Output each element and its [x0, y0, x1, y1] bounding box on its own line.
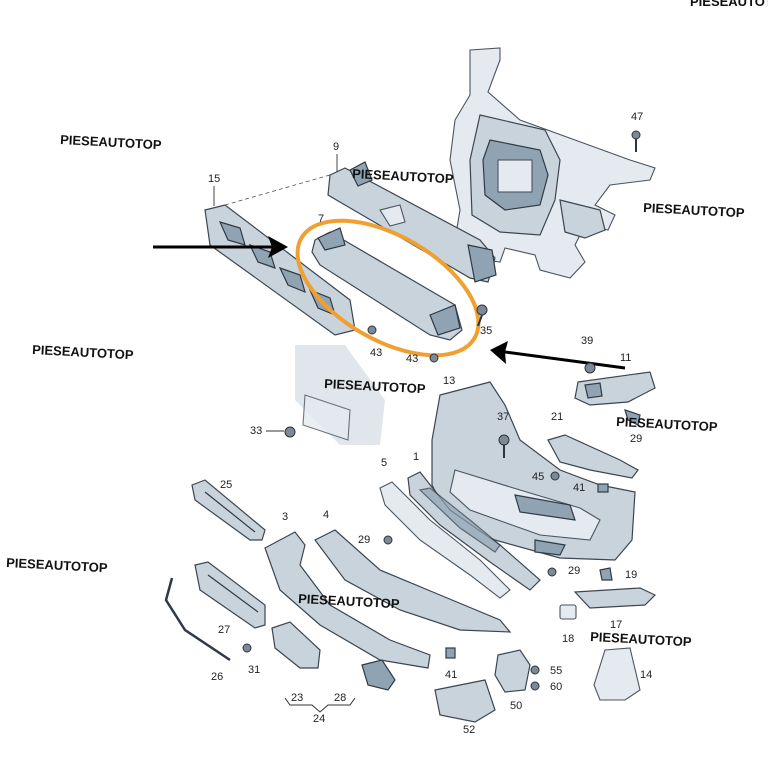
callout-33: 33	[250, 425, 262, 437]
left-arrow	[153, 236, 288, 258]
screw-29-c	[547, 567, 557, 577]
watermark: PIESEAUTOTOP	[298, 591, 400, 611]
bolt-43-b	[429, 353, 439, 363]
callout-21: 21	[551, 411, 563, 423]
licence-plate-holder	[295, 345, 385, 445]
watermark: PIESEAUTOTOP	[6, 555, 108, 575]
callout-41-b: 41	[445, 669, 457, 681]
callout-29-c: 29	[568, 565, 580, 577]
callout-31: 31	[248, 664, 260, 676]
callout-28: 28	[334, 692, 346, 704]
callout-9: 9	[333, 141, 339, 153]
callout-60: 60	[550, 681, 562, 693]
callout-50: 50	[510, 700, 522, 712]
callout-17: 17	[610, 619, 622, 631]
bag-14	[593, 647, 641, 701]
bolt-43-a	[367, 325, 377, 335]
callout-7: 7	[318, 213, 324, 225]
front-carrier-frame	[449, 47, 656, 279]
callout-15: 15	[208, 173, 220, 185]
clip-39	[584, 362, 596, 374]
watermark: PIESEAUTOTOP	[324, 376, 426, 396]
callout-45: 45	[532, 471, 544, 483]
callout-37: 37	[497, 411, 509, 423]
nut-55	[530, 665, 540, 675]
callout-11: 11	[620, 352, 631, 364]
screw-45	[550, 471, 560, 481]
watermark-top-right: PIESEAUTOTOP	[690, 0, 768, 9]
clip-41-a	[597, 483, 609, 493]
callout-35: 35	[480, 325, 492, 337]
bracket-21	[547, 434, 639, 479]
callout-4: 4	[323, 509, 329, 521]
cap-18	[559, 604, 577, 620]
bumper-reinforcement-9	[327, 161, 497, 283]
callout-19: 19	[625, 569, 637, 581]
callout-29-b: 29	[358, 534, 370, 546]
nut-60	[530, 681, 540, 691]
callout-39: 39	[581, 335, 593, 347]
grille-27	[194, 561, 266, 629]
watermark: PIESEAUTOTOP	[590, 629, 692, 649]
callout-29-a: 29	[630, 433, 642, 445]
callout-14: 14	[640, 669, 652, 681]
clip-41-b	[445, 647, 456, 659]
callout-27: 27	[218, 624, 230, 636]
lower-cover-4	[314, 529, 512, 633]
callout-23: 23	[291, 692, 303, 704]
watermark: PIESEAUTOTOP	[643, 200, 745, 220]
fog-trim-17	[573, 587, 657, 609]
callout-25: 25	[220, 479, 232, 491]
chrome-trim-26	[164, 577, 231, 662]
grille-25	[191, 479, 266, 541]
screw-29-b	[383, 535, 393, 545]
trim-strip-5	[379, 481, 511, 599]
right-arrow	[490, 341, 626, 370]
cover-28	[361, 659, 396, 691]
callout-41-a: 41	[573, 482, 585, 494]
callout-26: 26	[211, 671, 223, 683]
callout-24: 24	[313, 713, 325, 725]
bolt-35	[476, 304, 488, 327]
bumper-cover-13	[431, 381, 636, 561]
callout-5: 5	[381, 457, 387, 469]
screw-37	[498, 434, 510, 458]
callout-1: 1	[413, 451, 419, 463]
bolt-47	[631, 130, 641, 152]
highlight-ring	[295, 218, 481, 358]
bumper-bracket-11	[574, 371, 656, 406]
lower-cover-3	[264, 531, 431, 669]
watermark: PIESEAUTOTOP	[60, 132, 162, 152]
callout-43-a: 43	[370, 347, 382, 359]
spoiler-1	[407, 471, 541, 591]
callout-43-b: 43	[406, 353, 418, 365]
bracket-50	[494, 649, 531, 693]
bolt-31	[242, 643, 252, 653]
bracket-52	[434, 679, 496, 723]
callout-52: 52	[463, 724, 475, 736]
clip-19	[599, 567, 613, 581]
bumper-bar-7	[311, 227, 463, 341]
watermark: PIESEAUTOTOP	[32, 342, 134, 362]
watermark: PIESEAUTOTOP	[352, 166, 454, 186]
callout-47: 47	[631, 111, 643, 123]
callout-13: 13	[443, 375, 455, 387]
callout-18: 18	[562, 633, 574, 645]
bolt-33	[284, 426, 296, 438]
cover-23	[271, 621, 321, 669]
callout-55: 55	[550, 665, 562, 677]
callout-3: 3	[282, 511, 288, 523]
watermark: PIESEAUTOTOP	[616, 414, 718, 434]
